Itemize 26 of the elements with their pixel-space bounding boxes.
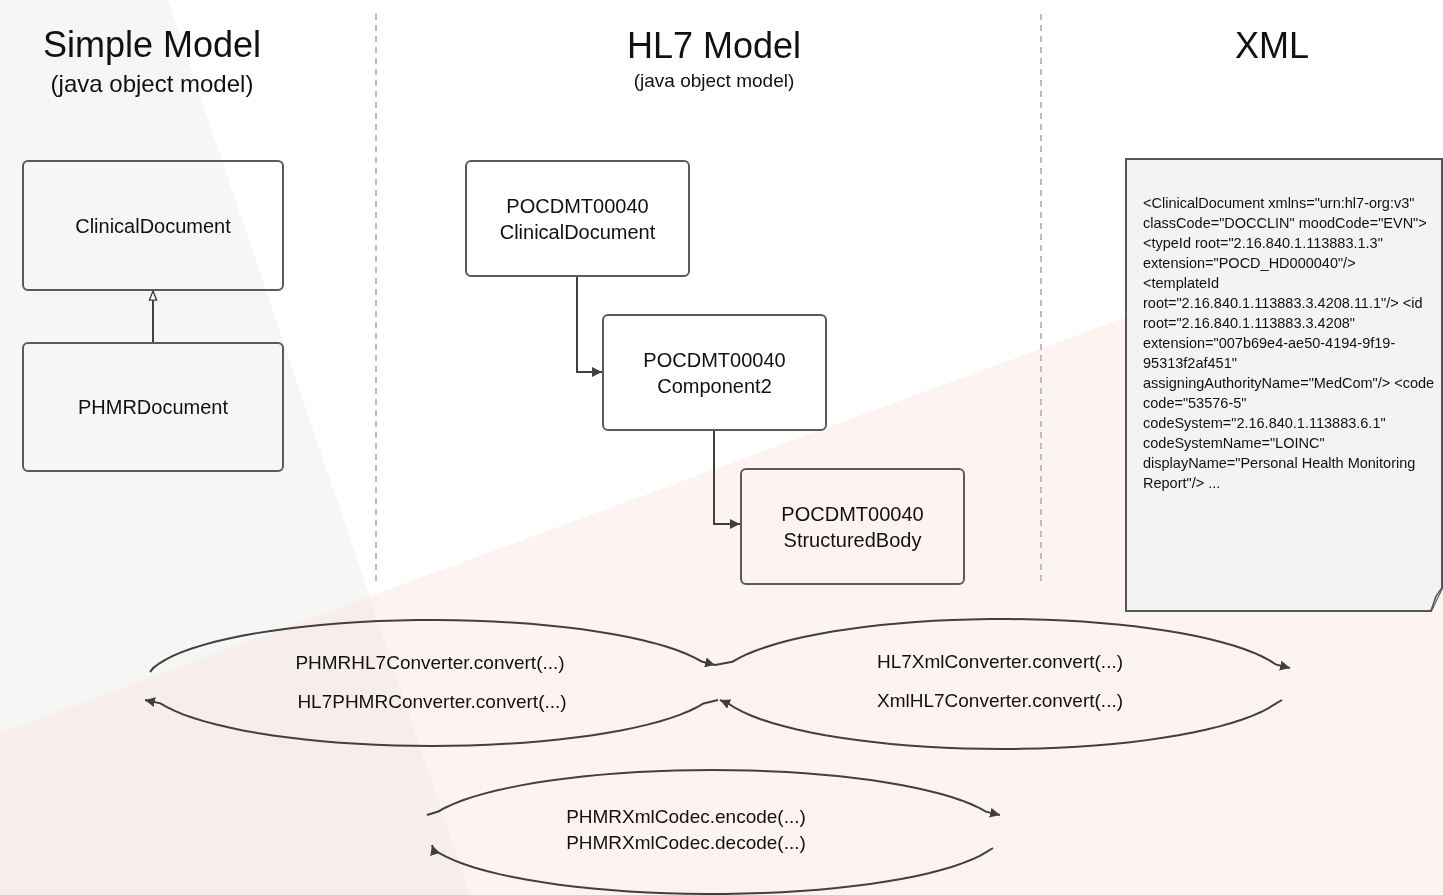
method-call: XmlHL7Converter.convert(...) (877, 690, 1123, 712)
column-heading: Simple Model (42, 24, 262, 66)
inheritance-arrow (148, 290, 158, 343)
class-box (465, 160, 690, 277)
class-name: PHMRDocument (77, 395, 228, 420)
column-subheading: (java object model) (50, 70, 254, 98)
column-subheading: (java object model) (633, 70, 795, 92)
xml-code-text: <ClinicalDocument xmlns="urn:hl7-org:v3" classCode="DOCCLIN" moodCode="EVN"> <typeId root="2.16.840.1.113883.1.3" extension="POCD_HD000040"/> <templateId root="2.16.840.1.113883.3.4208.11.1"/> <id root="2.16.840.1.113883.3.4208" extension="007b69e4-ae50-4194-9f19-95313f2af451" assigningAuthorityName="MedCom"/> <code code="53576-5" codeSystem="2.16.840.1.113883.6.1" codeSystemName="LOINC" displayName="Personal Health Monitoring Report"/> ... (1143, 194, 1435, 493)
class-name: POCDMT00040 ClinicalDocument (498, 193, 657, 245)
method-call: PHMRXmlCodec.decode(...) (566, 832, 806, 854)
method-call: PHMRXmlCodec.encode(...) (566, 806, 806, 828)
method-call: HL7XmlConverter.convert(...) (877, 651, 1123, 673)
class-name: POCDMT00040 Component2 (642, 347, 787, 399)
arrow (713, 430, 741, 529)
xml-document (1125, 158, 1443, 612)
class-box (22, 160, 284, 291)
column-heading: XML (1235, 25, 1309, 67)
class-box (22, 342, 284, 472)
method-call: HL7PHMRConverter.convert(...) (297, 691, 567, 713)
class-box (740, 468, 965, 585)
arrow (576, 276, 603, 377)
class-name: ClinicalDocument (75, 213, 231, 239)
class-box (602, 314, 827, 431)
column-heading: HL7 Model (626, 25, 802, 67)
method-call: PHMRHL7Converter.convert(...) (295, 652, 565, 674)
class-name: POCDMT00040 StructuredBody (780, 501, 925, 553)
